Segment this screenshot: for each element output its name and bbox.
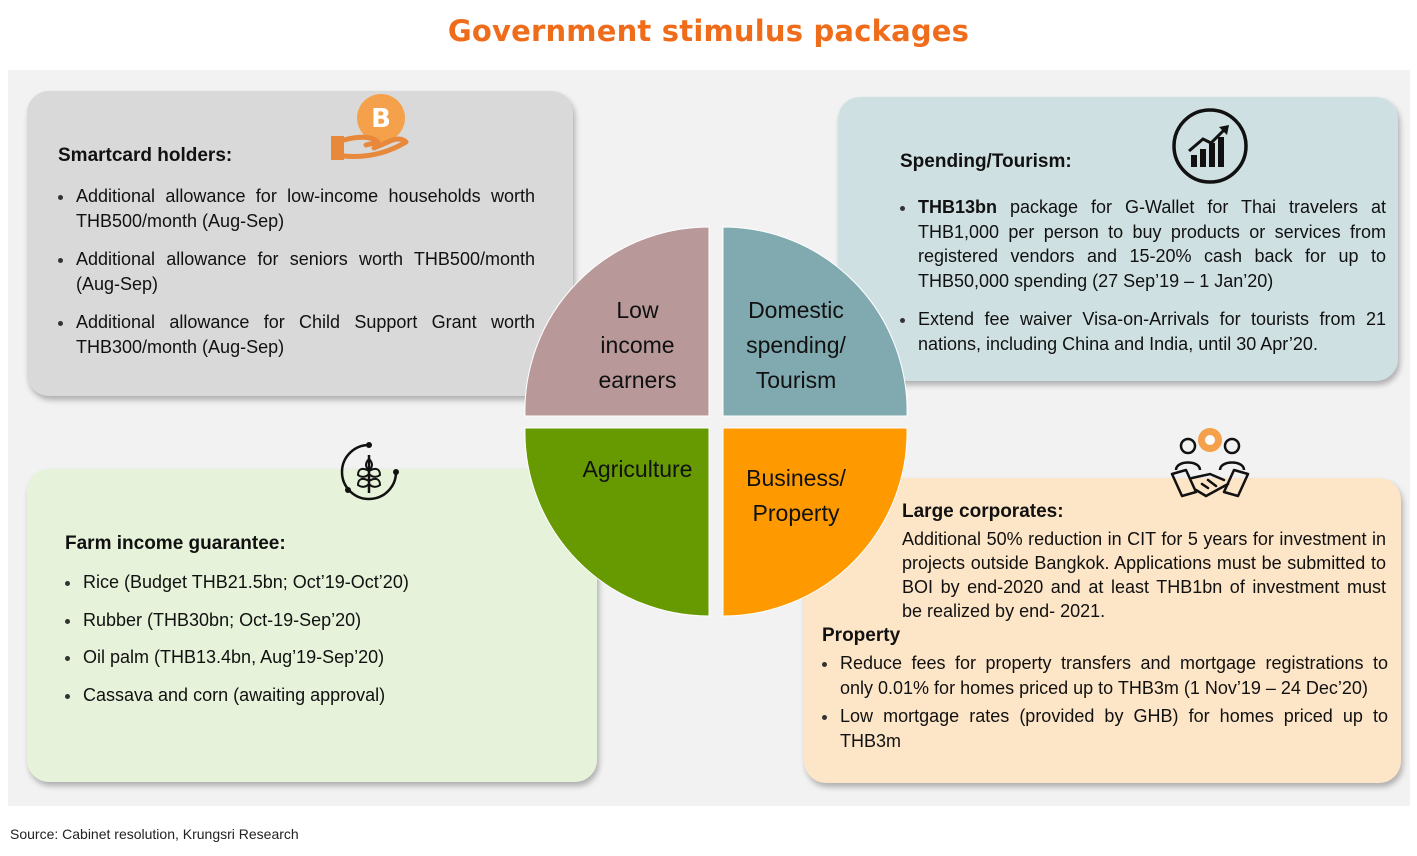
list-item: Oil palm (THB13.4bn, Aug’19-Sep’20) [65, 645, 565, 670]
farm-list: Rice (Budget THB21.5bn; Oct’19-Oct’20) R… [65, 570, 565, 707]
svg-text:B: B [371, 104, 391, 134]
tourism-item-text: Extend fee waiver Visa-on-Arrivals for t… [918, 309, 1386, 354]
bitcoin-hand-icon: B [331, 94, 409, 160]
source-note: Source: Cabinet resolution, Krungsri Res… [10, 826, 299, 842]
page-title: Government stimulus packages [447, 14, 970, 48]
corporate-heading: Large corporates: [902, 501, 1064, 522]
list-item: Reduce fees for property transfers and m… [822, 651, 1388, 700]
quadrant-label-line: Low [616, 297, 659, 323]
quadrant-label-low-income: Low income earners [560, 293, 715, 398]
quadrant-label-agriculture: Agriculture [560, 452, 715, 487]
list-item: Additional allowance for low-income hous… [58, 184, 535, 233]
handshake-icon [1170, 428, 1250, 498]
list-item: Rice (Budget THB21.5bn; Oct’19-Oct’20) [65, 570, 565, 595]
quadrant-label-line: income [600, 332, 675, 358]
pie-slice-agriculture [524, 427, 710, 617]
list-item: Rubber (THB30bn; Oct-19-Sep’20) [65, 608, 565, 633]
pie-slice-business [722, 427, 908, 617]
smartcard-heading: Smartcard holders: [58, 145, 233, 166]
list-item: Low mortgage rates (provided by GHB) for… [822, 704, 1388, 753]
list-item: Cassava and corn (awaiting approval) [65, 683, 565, 708]
quadrant-label-domestic: Domestic spending/ Tourism [722, 293, 870, 398]
pie-slice-low-income [524, 226, 710, 417]
corporate-text: Additional 50% reduction in CIT for 5 ye… [902, 529, 1386, 621]
tourism-item-text: package for G-Wallet for Thai travelers … [918, 197, 1386, 291]
property-list: Reduce fees for property transfers and m… [822, 651, 1388, 753]
tourism-list: THB13bn package for G-Wallet for Thai tr… [900, 195, 1386, 356]
quadrant-label-line: Domestic [748, 297, 844, 323]
tourism-amount: THB13bn [918, 197, 998, 217]
farm-heading: Farm income guarantee: [65, 533, 286, 554]
wheat-icon [340, 442, 399, 501]
quadrant-label-line: spending/ [746, 332, 846, 358]
pie-slice-domestic [722, 226, 908, 417]
quadrant-label-line: earners [598, 367, 677, 393]
list-item: Additional allowance for Child Support G… [58, 310, 535, 359]
tourism-card [838, 97, 1398, 381]
quadrant-label-line: Business/ [746, 465, 846, 491]
tourism-heading: Spending/Tourism: [900, 151, 1072, 172]
smartcard-list: Additional allowance for low-income hous… [58, 184, 535, 359]
list-item: THB13bn package for G-Wallet for Thai tr… [900, 195, 1386, 293]
quadrant-label-business: Business/ Property [722, 461, 870, 531]
list-item: Extend fee waiver Visa-on-Arrivals for t… [900, 307, 1386, 356]
category-pie [524, 226, 908, 617]
list-item: Additional allowance for seniors worth T… [58, 247, 535, 296]
quadrant-label-line: Property [752, 500, 840, 526]
quadrant-label-line: Agriculture [582, 456, 693, 482]
quadrant-label-line: Tourism [755, 367, 837, 393]
growth-chart-icon [1172, 108, 1248, 184]
farm-card [27, 469, 597, 782]
corporate-card [804, 478, 1401, 783]
property-heading: Property [822, 625, 901, 646]
smartcard-card [27, 91, 573, 396]
